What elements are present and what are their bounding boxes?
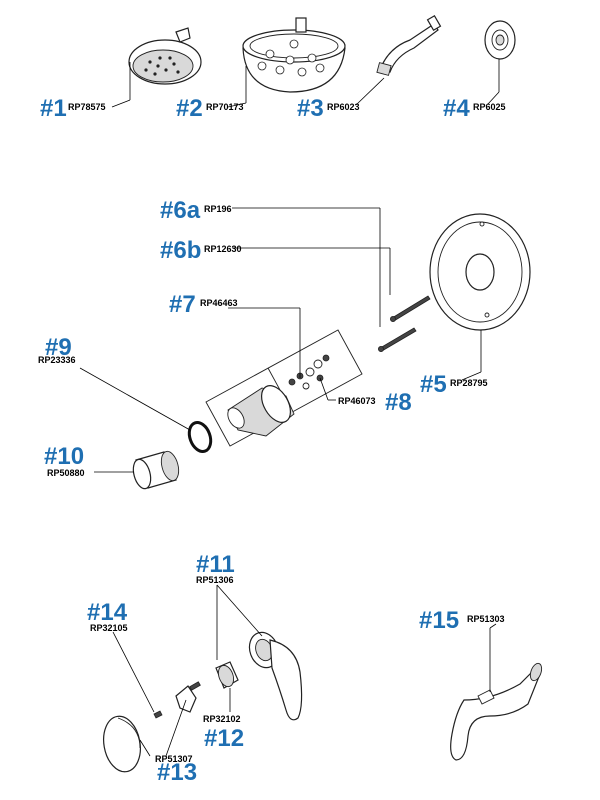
part-code-5: RP28795 [450, 378, 488, 388]
lever-handle-part-11[interactable] [216, 584, 303, 721]
part-code-15: RP51303 [467, 614, 505, 624]
part-number-3: #3 [297, 95, 324, 122]
part-number-4: #4 [443, 95, 470, 122]
trim-screws-part-6[interactable] [232, 207, 431, 352]
part-code-3: RP6023 [327, 102, 360, 112]
sleeve-part-10[interactable] [94, 449, 182, 490]
part-code-6a: RP196 [204, 204, 232, 214]
o-ring-part-9[interactable] [79, 367, 215, 455]
trim-plate-part-5[interactable] [429, 213, 531, 381]
part-code-9: RP23336 [38, 355, 76, 365]
part-code-8: RP46073 [338, 396, 376, 406]
rain-head-part-2[interactable] [227, 17, 346, 108]
part-number-1: #1 [40, 95, 67, 122]
part-number-5: #5 [420, 371, 447, 398]
part-code-6b: RP12630 [204, 244, 242, 254]
part-number-7: #7 [169, 291, 196, 318]
part-number-14: #14 [87, 599, 128, 626]
shower-head-part-1[interactable] [111, 27, 202, 108]
part-code-13: RP51307 [155, 754, 193, 764]
knob-handle-part-13[interactable] [99, 681, 201, 775]
part-code-2: RP70173 [206, 102, 244, 112]
part-number-12: #12 [204, 725, 244, 752]
set-screw-part-14[interactable] [112, 631, 163, 719]
part-number-15: #15 [419, 607, 459, 634]
shower-arm-part-3[interactable] [355, 14, 442, 106]
cartridge-assembly-part-7-8[interactable] [205, 307, 363, 447]
part-code-4: RP6025 [473, 102, 506, 112]
part-code-1: RP78575 [68, 102, 106, 112]
part-code-14: RP32105 [90, 623, 128, 633]
part-code-11: RP51306 [196, 575, 234, 585]
part-code-7: RP46463 [200, 298, 238, 308]
part-number-11: #11 [196, 551, 235, 578]
flange-part-4[interactable] [484, 20, 516, 105]
part-number-6a: #6a [160, 197, 201, 224]
part-number-8: #8 [385, 389, 412, 416]
part-code-12: RP32102 [203, 714, 241, 724]
part-code-10: RP50880 [47, 468, 85, 478]
part-number-13: #13 [157, 759, 197, 786]
part-number-2: #2 [176, 95, 203, 122]
adapter-part-12[interactable] [215, 661, 239, 712]
tub-spout-part-15[interactable] [450, 623, 544, 761]
part-number-6b: #6b [160, 237, 201, 264]
part-number-10: #10 [44, 443, 84, 470]
part-number-9: #9 [45, 334, 72, 361]
